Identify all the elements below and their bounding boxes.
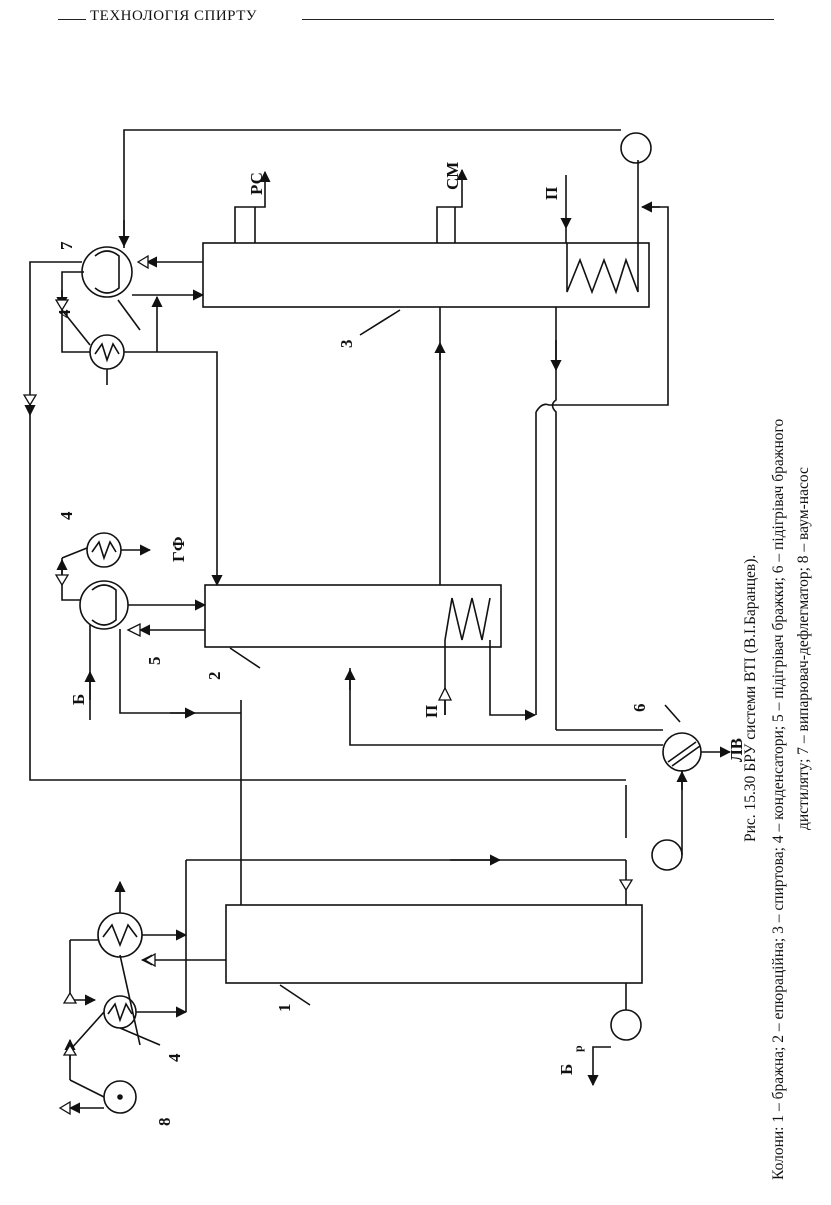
running-title: ТЕХНОЛОГІЯ СПИРТУ <box>90 8 257 24</box>
label-stream-b: Б <box>69 694 88 705</box>
evaporator-7 <box>81 246 133 298</box>
label-column-3: 3 <box>337 340 356 349</box>
label-stream-br: Б <box>557 1064 576 1075</box>
column-1-leader <box>279 984 311 1006</box>
figure-caption: Рис. 15.30 БРУ системи ВТІ (В.І.Баранцев… <box>742 555 759 842</box>
label-condenser-4-bottom: 4 <box>165 1053 184 1062</box>
column-1 <box>225 904 643 984</box>
label-evaporator-7: 7 <box>57 241 76 250</box>
pump-top <box>620 132 652 164</box>
column-3-leader <box>359 309 401 336</box>
label-column-2: 2 <box>205 672 224 681</box>
label-condenser-4-mid: 4 <box>57 511 76 520</box>
label-stream-pc: РС <box>247 172 266 195</box>
column-3-coil <box>566 243 639 295</box>
label-column-1: 1 <box>275 1004 294 1013</box>
running-header: ТЕХНОЛОГІЯ СПИРТУ <box>0 0 831 40</box>
column-2 <box>204 584 502 648</box>
condenser-4-d <box>89 334 125 370</box>
label-condenser-4-top: 4 <box>55 309 74 318</box>
column-2-coil <box>444 597 491 641</box>
column-2-leader <box>229 647 261 669</box>
header-rule-right <box>302 19 774 20</box>
label-heater-5: 5 <box>145 657 164 666</box>
label-stream-p-top: П <box>542 187 561 200</box>
label-heater-6: 6 <box>630 704 649 713</box>
pump-bottom <box>610 1009 642 1041</box>
label-stream-gf: ГФ <box>169 537 188 562</box>
label-stream-lv: ЛВ <box>727 738 746 762</box>
figure-legend-line1: Колони: 1 – бражна; 2 – епюраційна; 3 – … <box>770 418 787 1180</box>
label-vacuum-pump-8: 8 <box>155 1118 174 1127</box>
header-rule-left <box>58 19 86 20</box>
label-stream-br-sub: р <box>571 1045 585 1052</box>
figure-legend-line2: дистиляту; 7 – випарювач-дефлегматор; 8 … <box>795 467 812 830</box>
column-3 <box>202 242 650 308</box>
label-stream-p-bottom: П <box>422 705 441 718</box>
label-stream-cm: СМ <box>443 162 462 190</box>
heater-5 <box>79 580 129 630</box>
condenser-4-c <box>86 532 122 568</box>
pump-column1 <box>651 839 683 871</box>
